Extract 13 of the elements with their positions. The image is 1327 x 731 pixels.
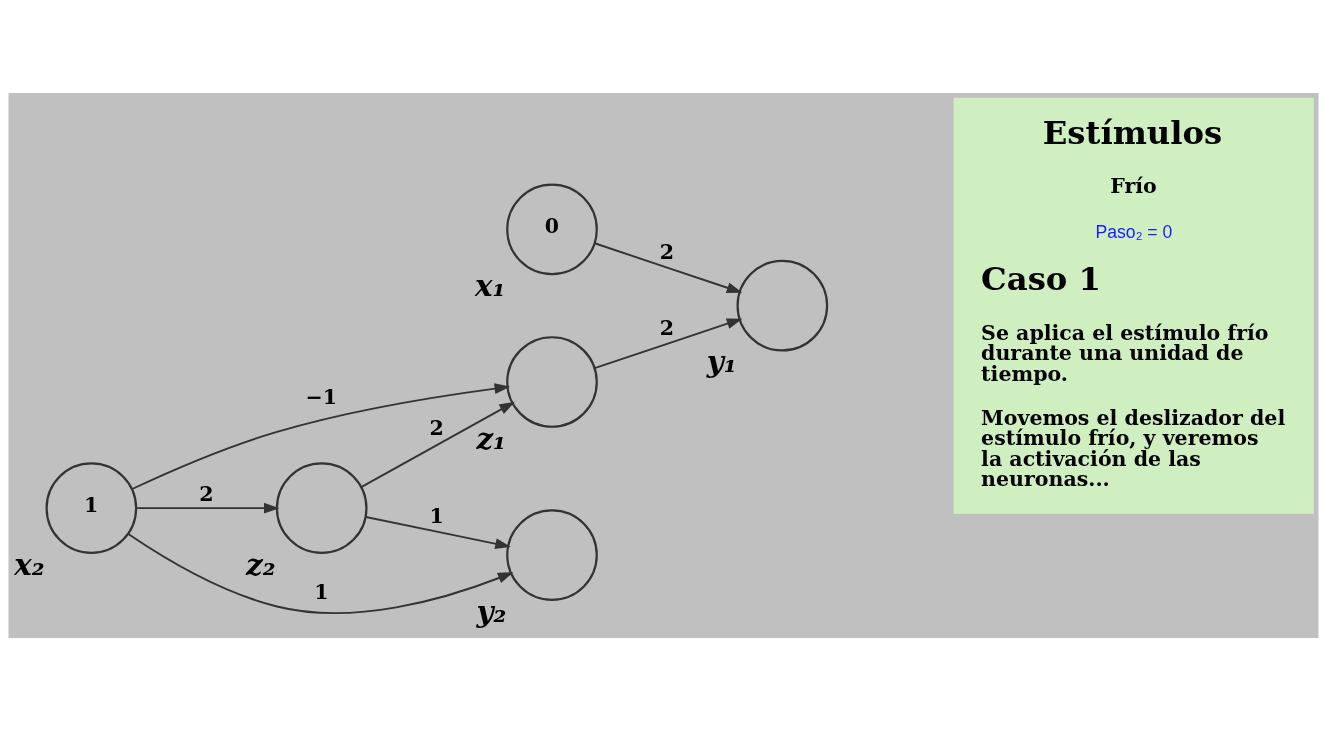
- edge-label: −1: [305, 385, 338, 410]
- node-label: z₁: [476, 420, 506, 456]
- node-label: y₁: [706, 344, 737, 380]
- edge-label: 2: [659, 316, 675, 341]
- node-label: y₂: [476, 593, 507, 629]
- edge-label: 2: [429, 416, 444, 441]
- edge-label: 2: [199, 482, 214, 507]
- node-label: x₁: [474, 268, 506, 304]
- edge-label: 2: [659, 240, 675, 265]
- node-label: z₂: [246, 546, 276, 582]
- node-label: x₂: [14, 546, 45, 582]
- edge-label: 1: [429, 504, 444, 529]
- edge-label: 1: [314, 580, 329, 605]
